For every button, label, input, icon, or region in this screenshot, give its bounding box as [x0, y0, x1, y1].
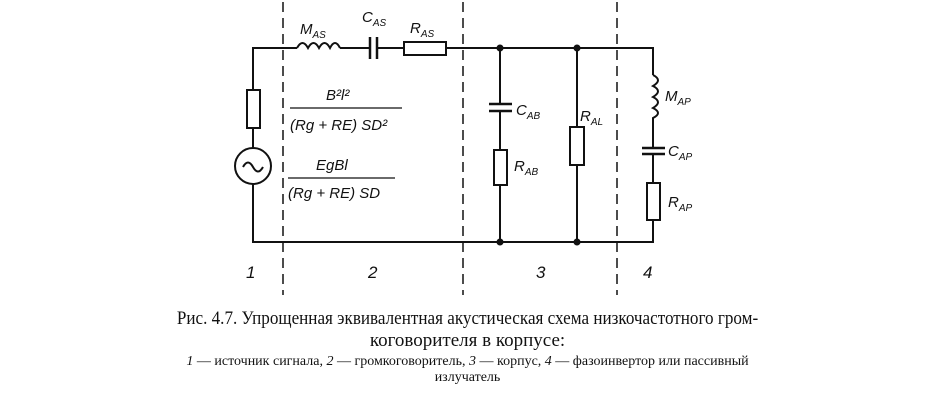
formula2-denominator: (Rg + RE) SD [288, 185, 380, 202]
junction-dots [496, 44, 581, 246]
capacitor-cas [368, 37, 379, 59]
legend-text-4: — фазоинвертор или пассивный [551, 354, 749, 369]
formula1-denominator: (Rg + RE) SD² [290, 117, 388, 134]
capacitor-cab [489, 102, 512, 113]
label-ral: RAL [580, 108, 603, 128]
label-map: MAP [665, 88, 691, 108]
formula2-numerator: EgBl [316, 157, 348, 174]
bottom-wire [252, 184, 654, 243]
label-rap: RAP [668, 194, 693, 214]
caption-legend-cont: излучатель [434, 370, 501, 385]
legend-num-2: 2 [326, 354, 334, 369]
label-cab: CAB [516, 102, 541, 122]
resistor-ral [569, 126, 585, 166]
legend-text-2: — громкоговоритель, [333, 354, 469, 369]
legend-num-3: 3 [469, 354, 476, 369]
legend-num-4: 4 [544, 354, 552, 369]
caption-title: Рис. 4.7. Упрощенная эквивалентная акуст… [176, 308, 759, 329]
legend-num-1: 1 [186, 354, 194, 369]
inductor-mas [296, 42, 341, 51]
resistor-ras [403, 41, 447, 56]
resistor-rab [493, 149, 508, 186]
label-ras: RAS [410, 20, 435, 40]
section-2: 2 [367, 263, 378, 282]
formula1-numerator: B²l² [326, 87, 350, 104]
caption-legend: 1 — источник сигнала, 2 — громкоговорите… [0, 354, 935, 370]
label-cas: CAS [362, 9, 387, 29]
section-3: 3 [536, 263, 546, 282]
label-mas: MAS [300, 21, 326, 41]
source-resistor [246, 89, 261, 129]
section-1: 1 [246, 263, 255, 282]
legend-text-3: — корпус, [476, 354, 545, 369]
inductor-map [650, 74, 659, 183]
legend-text-1: — источник сигнала, [193, 354, 327, 369]
section-4: 4 [643, 263, 652, 282]
section-dividers [282, 2, 618, 295]
label-cap: CAP [668, 143, 693, 163]
circuit-diagram: MAS CAS RAS CAB RAB RAL MAP CAP RAP B²l²… [234, 2, 693, 295]
capacitor-cap [642, 146, 665, 156]
caption-title-cont: коговорителя в корпусе: [369, 330, 566, 351]
top-wire [252, 47, 654, 90]
resistor-rap [646, 182, 661, 221]
label-rab: RAB [514, 158, 539, 178]
